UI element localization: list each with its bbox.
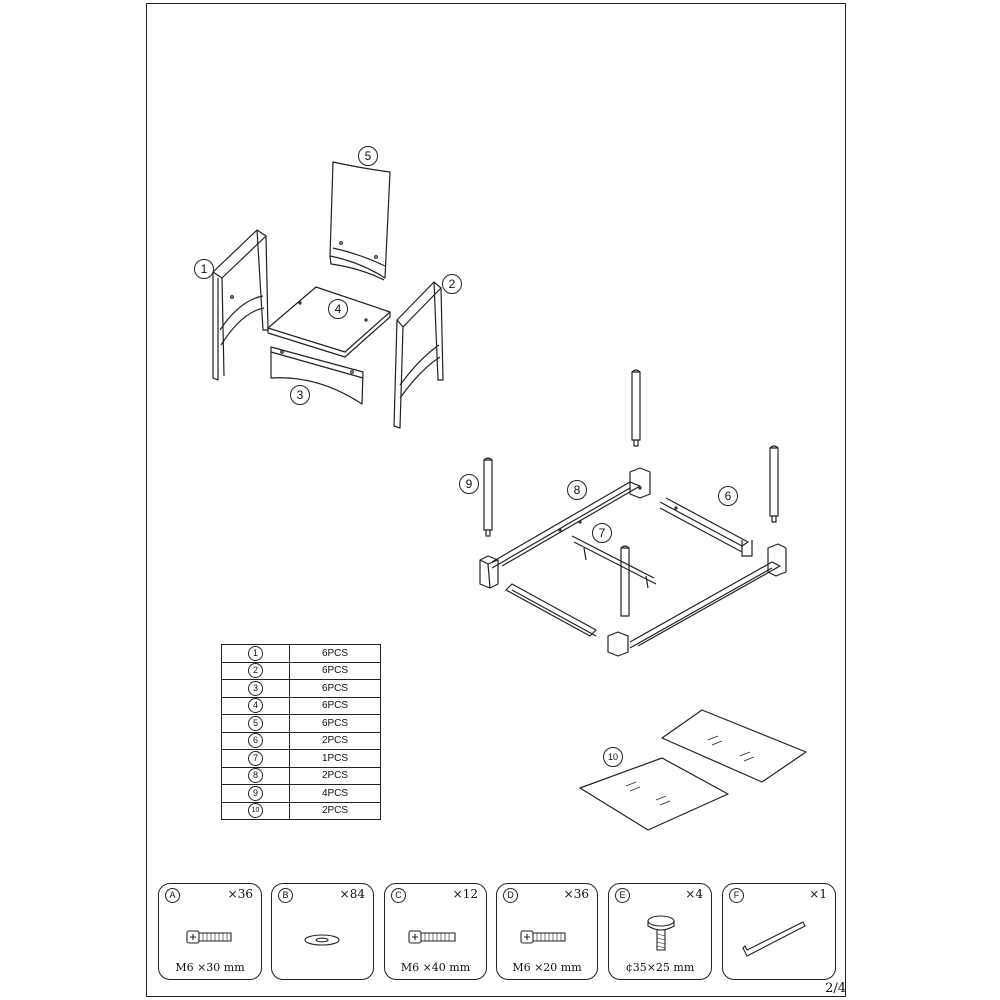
callout-part-3: 3: [290, 385, 310, 405]
hardware-b-box: B ×84: [271, 883, 374, 980]
parts-table-row: 4 6PCS: [221, 696, 381, 715]
callout-part-1: 1: [194, 259, 214, 279]
callout-part-2: 2: [442, 274, 462, 294]
callout-part-9: 9: [459, 474, 479, 494]
hardware-letter: B: [278, 888, 293, 903]
part-number: 8: [248, 768, 263, 784]
callout-part-5: 5: [358, 146, 378, 166]
part-quantity: 6PCS: [289, 679, 381, 698]
hardware-spec: ¢35×25 mm: [625, 961, 695, 974]
hardware-letter: D: [503, 888, 518, 903]
chair-front-rail-part: [270, 346, 364, 405]
callout-part-8: 8: [567, 480, 587, 500]
part-number-cell: 5: [221, 714, 290, 733]
hardware-letter: A: [165, 888, 180, 903]
callout-part-4: 4: [328, 299, 348, 319]
parts-table-row: 5 6PCS: [221, 714, 381, 733]
part-quantity: 6PCS: [289, 644, 381, 663]
page-frame: [146, 3, 846, 997]
hardware-quantity: ×36: [563, 887, 589, 901]
callout-part-10: 10: [603, 747, 623, 767]
hardware-quantity: ×84: [339, 887, 365, 901]
part-number: 7: [248, 750, 263, 766]
hardware-quantity: ×1: [809, 887, 827, 901]
parts-table-row: 10 2PCS: [221, 801, 381, 820]
part-number: 6: [248, 733, 263, 749]
adjustable-foot-icon: [647, 915, 675, 951]
parts-table: 1 6PCS 2 6PCS 3 6PCS 4 6PCS 5 6PCS 6 2PCS 7 1PCS 8 2PCS…: [221, 644, 381, 820]
part-quantity: 2PCS: [289, 801, 381, 820]
parts-table-row: 1 6PCS: [221, 644, 381, 663]
hardware-c-box: C ×12 M6 ×40 mm: [384, 883, 487, 980]
part-number: 5: [248, 715, 263, 731]
hardware-letter: C: [391, 888, 406, 903]
bottom-rule: [147, 996, 845, 997]
part-number: 10: [248, 803, 263, 819]
parts-table-row: 3 6PCS: [221, 679, 381, 698]
table-frame-assembly: [479, 369, 787, 657]
part-number-cell: 1: [221, 644, 290, 663]
parts-table-row: 2 6PCS: [221, 661, 381, 680]
hardware-spec: M6 ×20 mm: [512, 961, 582, 974]
chair-backrest-part: [329, 161, 391, 281]
parts-table-row: 8 2PCS: [221, 766, 381, 785]
callout-part-6: 6: [718, 486, 738, 506]
chair-side-left-part: [212, 229, 269, 381]
parts-table-row: 7 1PCS: [221, 749, 381, 768]
hardware-e-box: E ×4 ¢35×25 mm: [608, 883, 712, 980]
part-quantity: 6PCS: [289, 696, 381, 715]
part-number: 9: [248, 785, 263, 801]
chair-seat-part: [267, 286, 391, 358]
top-rule: [147, 3, 845, 4]
part-number-cell: 4: [221, 696, 290, 715]
page-number: 2/4: [825, 981, 846, 996]
part-quantity: 2PCS: [289, 766, 381, 785]
hardware-letter: F: [729, 888, 744, 903]
hardware-quantity: ×36: [227, 887, 253, 901]
part-quantity: 4PCS: [289, 784, 381, 803]
part-number: 2: [248, 663, 263, 679]
bolt-icon: [408, 930, 456, 944]
part-number-cell: 9: [221, 784, 290, 803]
part-number: 3: [248, 680, 263, 696]
part-number: 4: [248, 698, 263, 714]
part-number-cell: 6: [221, 731, 290, 750]
part-number-cell: 7: [221, 749, 290, 768]
hardware-spec: M6 ×30 mm: [175, 961, 245, 974]
washer-icon: [304, 934, 340, 946]
hardware-letter: E: [615, 888, 630, 903]
part-quantity: 6PCS: [289, 714, 381, 733]
part-number-cell: 2: [221, 661, 290, 680]
hardware-quantity: ×4: [685, 887, 703, 901]
part-number: 1: [248, 645, 263, 661]
callout-part-7: 7: [592, 523, 612, 543]
bolt-icon: [186, 930, 232, 944]
hardware-d-box: D ×36 M6 ×20 mm: [496, 883, 598, 980]
part-quantity: 2PCS: [289, 731, 381, 750]
parts-table-row: 9 4PCS: [221, 784, 381, 803]
hardware-f-box: F ×1: [722, 883, 836, 980]
part-number-cell: 8: [221, 766, 290, 785]
parts-table-row: 6 2PCS: [221, 731, 381, 750]
part-quantity: 1PCS: [289, 749, 381, 768]
part-quantity: 6PCS: [289, 661, 381, 680]
hardware-spec: M6 ×40 mm: [400, 961, 471, 974]
part-number-cell: 10: [221, 801, 290, 820]
bolt-icon: [520, 930, 566, 944]
allen-key-icon: [742, 921, 806, 957]
glass-panels-part: [579, 709, 807, 831]
chair-side-right-part: [393, 281, 444, 429]
hardware-quantity: ×12: [452, 887, 478, 901]
hardware-a-box: A ×36 M6 ×30 mm: [158, 883, 262, 980]
part-number-cell: 3: [221, 679, 290, 698]
